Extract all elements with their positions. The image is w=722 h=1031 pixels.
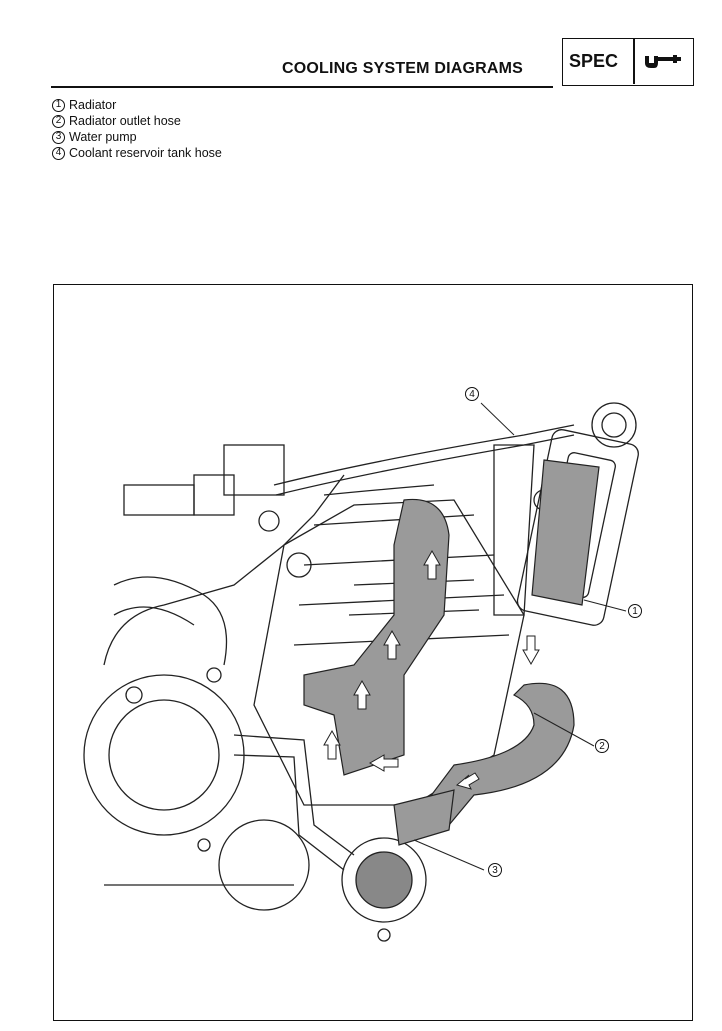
legend-label: Radiator [69,98,117,112]
title-rule [51,86,553,88]
page-title: COOLING SYSTEM DIAGRAMS [282,60,524,77]
legend-number: 2 [52,114,65,128]
section-divider [633,39,635,84]
engine-illustration [83,402,639,942]
wrench-icon [645,55,681,68]
section-label: SPEC [569,51,619,71]
legend-number: 4 [52,146,65,160]
callout-outlet-hose: 2 [595,739,609,753]
legend-label: Water pump [69,130,137,144]
callout-water-pump: 3 [488,863,502,877]
callout-radiator: 1 [628,604,642,618]
legend-label: Coolant reservoir tank hose [69,146,222,160]
legend-item: 4 Coolant reservoir tank hose [52,145,222,161]
section-tab: SPEC [562,38,694,86]
legend-label: Radiator outlet hose [69,114,181,128]
callout-coolant-hose: 4 [465,387,479,401]
legend-number: 1 [52,98,65,112]
legend: 1 Radiator 2 Radiator outlet hose 3 Wate… [52,97,222,161]
diagram-frame: 4 1 2 3 [53,284,693,1021]
legend-number: 3 [52,130,65,144]
legend-item: 3 Water pump [52,129,222,145]
legend-item: 2 Radiator outlet hose [52,113,222,129]
legend-item: 1 Radiator [52,97,222,113]
